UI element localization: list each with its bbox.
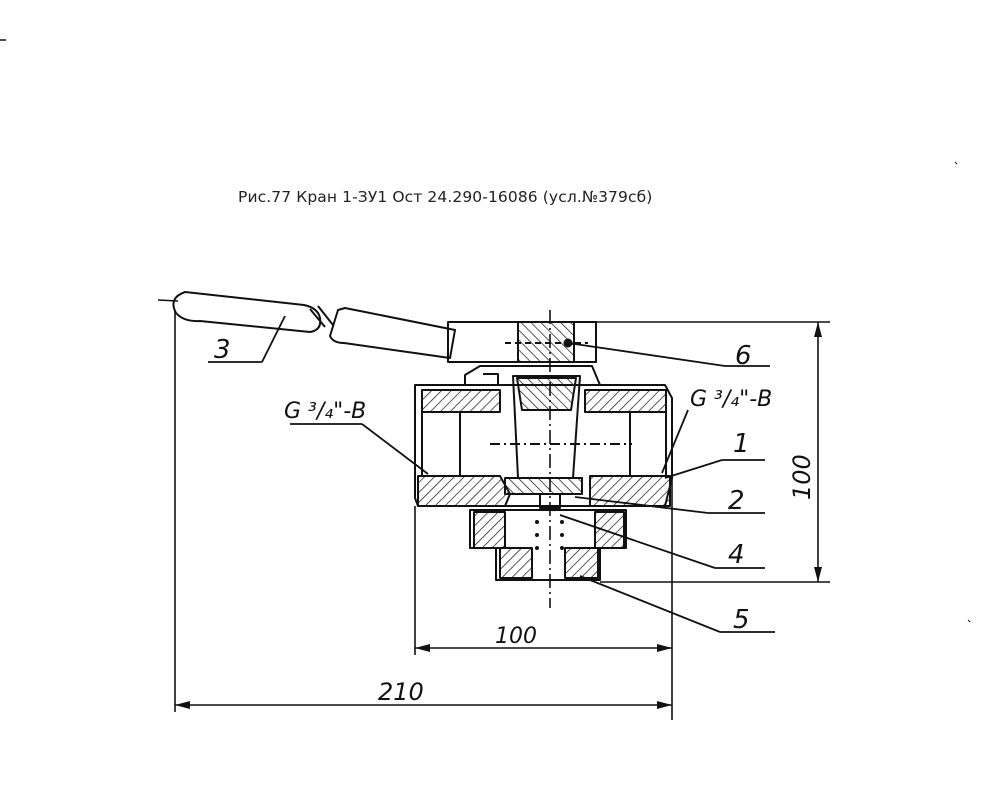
dimension-height: 100 [788,454,816,500]
part-label-4: 4 [728,540,745,570]
handle-lever [172,291,456,359]
dimension-body-width: 100 [495,624,537,649]
valve-body [414,365,673,507]
part-label-3: 3 [214,335,231,365]
scan-mark [967,619,971,623]
part-label-5: 5 [733,605,750,635]
thread-label-left: G ³/₄"-B [284,399,366,424]
part-label-2: 2 [728,486,745,516]
handle-hub [447,321,597,363]
part-label-1: 1 [733,429,750,459]
scan-mark [954,161,958,165]
figure-caption: Рис.77 Кран 1-ЗУ1 Ост 24.290-16086 (усл.… [238,188,653,206]
dimension-lines [157,299,830,720]
dimension-arrows [175,322,822,709]
part-label-6: 6 [735,341,752,371]
bottom-assembly [469,477,627,581]
leader-lines [208,315,775,633]
dimension-overall-length: 210 [378,678,424,706]
thread-label-right: G ³/₄"-B [690,387,772,412]
